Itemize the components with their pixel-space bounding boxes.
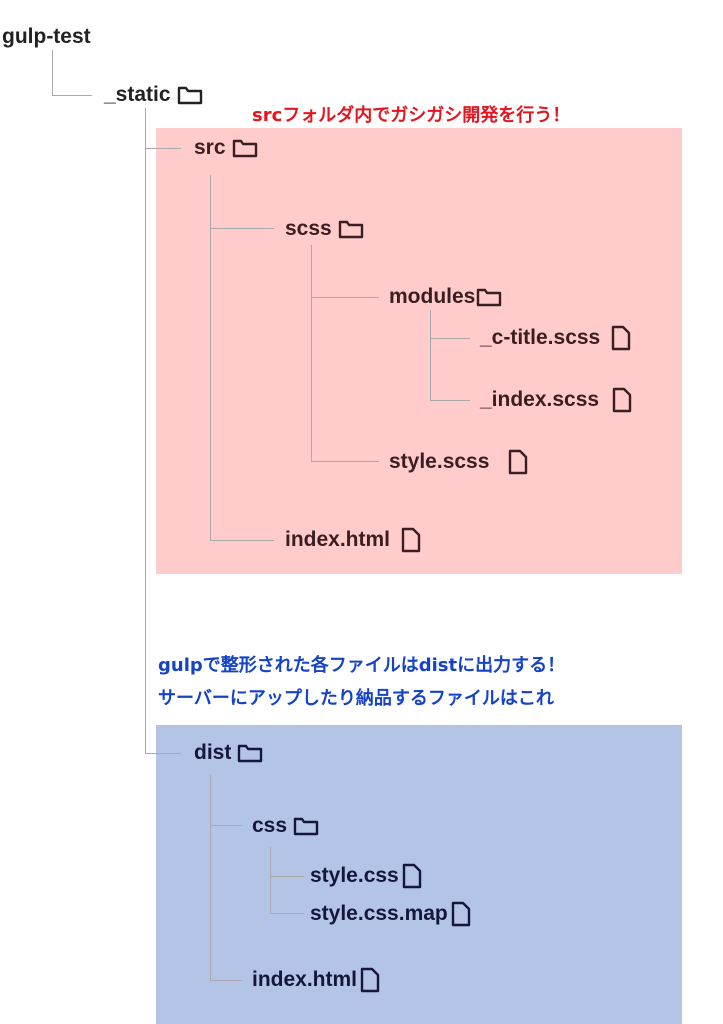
connector-line: [210, 825, 242, 826]
node-label: _static: [104, 83, 171, 106]
tree-node-src-index-html: index.html: [285, 527, 422, 553]
connector-line: [210, 175, 211, 540]
file-icon: [359, 967, 381, 993]
file-icon: [611, 387, 633, 413]
tree-node-style-scss: style.scss: [389, 449, 529, 475]
src-note: srcフォルダ内でガシガシ開発を行う！: [252, 105, 571, 126]
tree-node-dist-index-html: index.html: [252, 967, 381, 993]
tree-node-scss: scss: [285, 216, 364, 242]
connector-line: [430, 310, 431, 400]
folder-icon: [177, 85, 203, 105]
tree-node-style-css: style.css: [310, 863, 423, 889]
folder-icon: [476, 287, 502, 307]
node-label: style.scss: [389, 450, 490, 473]
connector-line: [52, 95, 92, 96]
connector-line: [52, 50, 53, 95]
connector-line: [210, 228, 274, 229]
connector-line: [311, 461, 379, 462]
tree-node-c-title-scss: _c-title.scss: [480, 325, 632, 351]
connector-line: [210, 540, 274, 541]
connector-line: [210, 775, 211, 980]
node-label: style.css: [310, 864, 399, 887]
connector-line: [270, 876, 304, 877]
connector-line: [145, 108, 146, 753]
connector-line: [311, 297, 379, 298]
node-label: css: [252, 814, 288, 837]
dist-note-line2: サーバーにアップしたり納品するファイルはこれ: [158, 688, 554, 709]
connector-line: [210, 980, 242, 981]
folder-icon: [338, 219, 364, 239]
node-label: gulp-test: [2, 25, 91, 48]
connector-line: [270, 913, 304, 914]
node-label: style.css.map: [310, 902, 448, 925]
node-label: scss: [285, 217, 332, 240]
file-icon: [400, 527, 422, 553]
connector-line: [145, 753, 181, 754]
file-icon: [401, 863, 423, 889]
node-label: _c-title.scss: [480, 326, 601, 349]
connector-line: [430, 338, 470, 339]
node-label: index.html: [285, 528, 391, 551]
node-label: dist: [194, 741, 232, 764]
folder-icon: [232, 138, 258, 158]
connector-line: [145, 148, 181, 149]
tree-node-style-css-map: style.css.map: [310, 901, 472, 927]
tree-node-dist: dist: [194, 740, 263, 766]
node-label: _index.scss: [480, 388, 600, 411]
src-panel: [156, 128, 682, 574]
folder-icon: [237, 743, 263, 763]
tree-node-css: css: [252, 813, 319, 839]
node-label: index.html: [252, 968, 358, 991]
node-label: modules: [389, 285, 476, 308]
tree-node-src: src: [194, 135, 258, 161]
connector-line: [311, 245, 312, 461]
file-icon: [610, 325, 632, 351]
tree-node-modules: modules: [389, 284, 502, 310]
file-icon: [450, 901, 472, 927]
folder-icon: [293, 816, 319, 836]
tree-node-root: gulp-test: [2, 24, 91, 50]
tree-node-static: _static: [104, 82, 203, 108]
connector-line: [430, 400, 470, 401]
node-label: src: [194, 136, 226, 159]
tree-node-index-scss: _index.scss: [480, 387, 633, 413]
file-icon: [507, 449, 529, 475]
dist-note-line1: gulpで整形された各ファイルはdistに出力する！: [158, 655, 566, 676]
connector-line: [270, 847, 271, 913]
